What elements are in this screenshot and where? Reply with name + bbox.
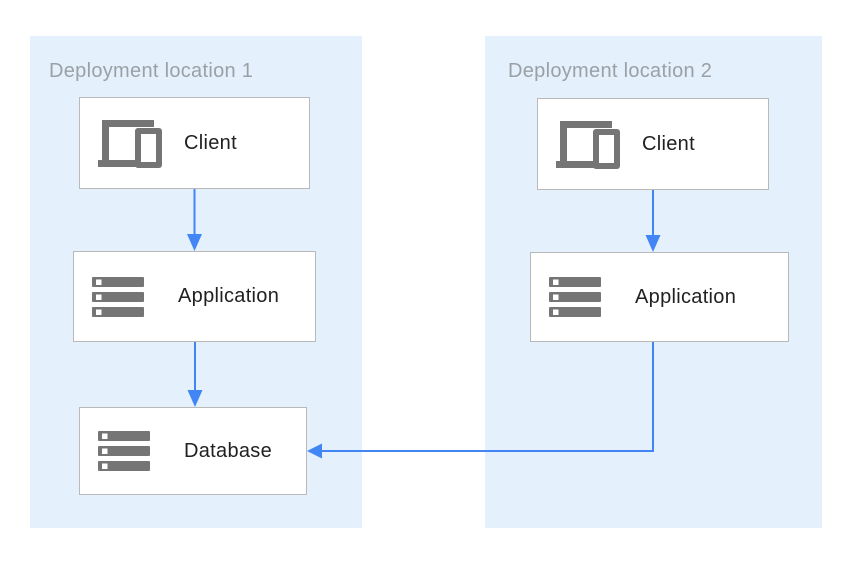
server-stack-icon (98, 431, 163, 471)
node-label: Database (184, 439, 273, 462)
node-client-location2: Client (537, 98, 769, 190)
node-label: Client (642, 132, 695, 155)
node-label: Application (178, 285, 280, 307)
devices-icon (556, 120, 621, 169)
node-application-location2: Application (530, 252, 789, 342)
node-label: Client (184, 131, 237, 154)
zone-2-title: Deployment location 2 (508, 60, 713, 82)
node-database-location1: Database (79, 407, 307, 495)
node-application-location1: Application (73, 251, 316, 342)
server-stack-icon (549, 277, 614, 317)
node-label: Application (635, 285, 737, 308)
devices-icon (98, 119, 163, 168)
node-client-location1: Client (79, 97, 310, 189)
server-stack-icon (92, 276, 157, 317)
zone-1-title: Deployment location 1 (49, 60, 254, 82)
